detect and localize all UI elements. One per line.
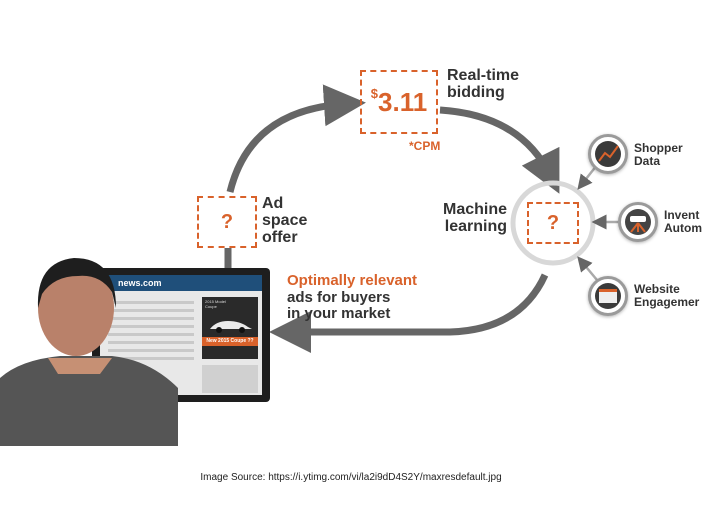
- bid-price-box: $ 3.11: [360, 70, 438, 134]
- article-lines: [108, 301, 194, 365]
- ml-label-line2: learning: [444, 217, 507, 235]
- inventory-automation-line2: Autom: [664, 221, 702, 236]
- ad-offer-line2: space: [262, 211, 308, 229]
- shopper-data-label: Shopper Data: [634, 141, 683, 169]
- ml-label-line1: Machine: [442, 201, 507, 218]
- sidebar-block: [202, 365, 258, 393]
- ad-offer-line1: Ad: [262, 195, 284, 212]
- ml-label: Machine learning: [437, 201, 507, 236]
- car-ad-banner: New 2015 Coupe ??: [202, 337, 258, 346]
- car-ad-title-line2: Coupe: [205, 303, 217, 309]
- car-ad[interactable]: 2015 Model Coupe New 2015 Coupe ??: [202, 297, 258, 359]
- image-source-caption: Image Source: https://i.ytimg.com/vi/la2…: [200, 472, 502, 483]
- inventory-automation-icon: [618, 202, 658, 242]
- website-engagement-line1: Website: [634, 282, 680, 296]
- inventory-automation-line1: Invent: [664, 208, 700, 222]
- ad-offer-symbol: ?: [220, 210, 234, 233]
- laptop: news.com 2015 Model Coupe: [92, 268, 270, 402]
- ad-offer-line3: offer: [262, 228, 298, 246]
- arrow-bid-to-ml: [439, 106, 560, 194]
- ml-box: ?: [527, 202, 579, 244]
- shopper-data-icon: [588, 134, 628, 174]
- car-icon: [210, 321, 252, 333]
- bid-label-line1: Real-time: [447, 67, 520, 84]
- ad-offer-box: ?: [197, 196, 257, 248]
- shopper-data-line2: Data: [634, 154, 661, 169]
- ml-symbol: ?: [546, 211, 560, 234]
- bid-currency: $: [370, 86, 379, 101]
- bid-label-line2: bidding: [447, 83, 505, 101]
- site-name: news.com: [118, 278, 162, 288]
- website-engagement-label: Website Engagemer: [634, 282, 700, 310]
- result-label-line1: Optimally relevant: [287, 272, 418, 289]
- arrow-ml-to-laptop: [269, 273, 549, 353]
- ad-offer-label: Ad space offer: [262, 195, 308, 246]
- website-engagement-line2: Engagemer: [634, 295, 700, 310]
- car-ad-title-line1: 2015 Model: [205, 299, 226, 304]
- bid-amount: 3.11: [378, 86, 428, 117]
- bid-label: Real-time bidding: [447, 67, 520, 102]
- screen-header: news.com: [100, 275, 262, 291]
- result-label-line3: in your market: [287, 304, 391, 322]
- result-label-line2: ads for buyers: [287, 289, 391, 306]
- result-label-rest: ads for buyers in your market: [287, 290, 390, 322]
- car-ad-title: 2015 Model Coupe: [202, 297, 258, 313]
- arrow-website-to-ml: [577, 256, 598, 281]
- shopper-data-line1: Shopper: [634, 141, 683, 155]
- inventory-automation-label: Invent Autom: [664, 208, 702, 236]
- arrow-offer-to-bid: [226, 84, 366, 193]
- website-engagement-icon: [588, 276, 628, 316]
- bid-unit: *CPM: [409, 139, 441, 153]
- person-silhouette: [0, 258, 178, 446]
